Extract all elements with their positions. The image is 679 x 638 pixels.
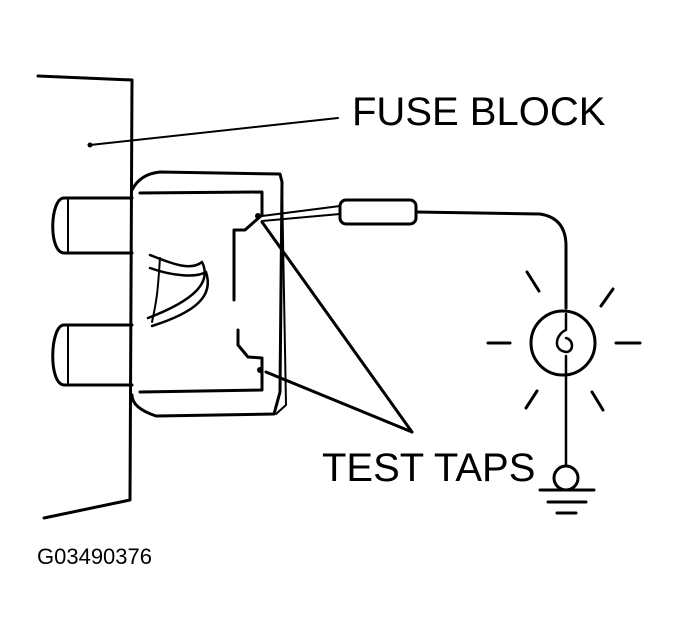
test-light-probe [261, 198, 568, 310]
fuse-block-panel [36, 74, 134, 520]
ground-symbol [538, 464, 596, 515]
upper-test-tap [255, 213, 261, 219]
test-light-bulb [486, 270, 642, 412]
fuse-block-label: FUSE BLOCK [352, 90, 606, 134]
mini-fuse [130, 170, 287, 418]
lower-terminal [51, 323, 134, 387]
lower-test-tap [257, 367, 263, 373]
fuse-block-leader [89, 117, 339, 146]
test-taps-label: TEST TAPS [322, 446, 535, 490]
upper-terminal [51, 196, 134, 255]
test-taps-leaders [260, 220, 414, 434]
figure-code: G03490376 [37, 544, 152, 569]
